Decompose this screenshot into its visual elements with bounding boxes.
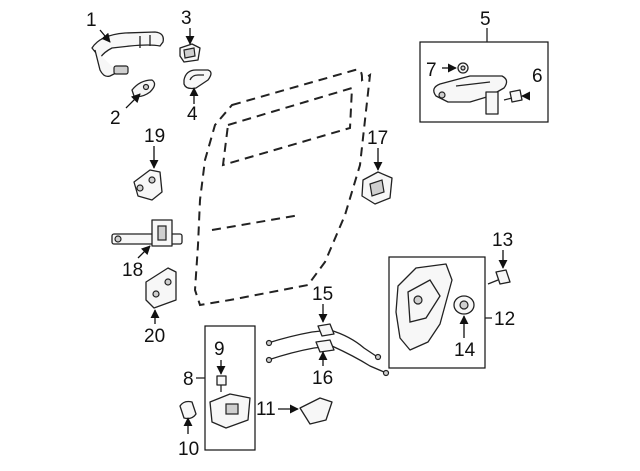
callout-2: 2	[110, 108, 121, 129]
door-check-part	[111, 219, 183, 247]
callout-11: 11	[256, 399, 276, 420]
handle-gasket-part	[183, 69, 212, 90]
callout-12: 12	[494, 309, 515, 330]
callout-14: 14	[454, 340, 476, 361]
bushing-part	[179, 400, 197, 420]
callout-17: 17	[367, 128, 388, 149]
striker-part	[361, 171, 393, 205]
callout-15: 15	[312, 284, 333, 305]
callout-7: 7	[426, 60, 437, 81]
callout-5: 5	[480, 9, 491, 30]
callout-20: 20	[144, 326, 165, 347]
callout-16: 16	[312, 368, 333, 389]
lock-cables-part	[265, 323, 390, 377]
upper-hinge-part	[133, 169, 163, 201]
lower-hinge-part	[145, 267, 177, 309]
callout-18: 18	[122, 260, 143, 281]
screw-part-13	[487, 269, 511, 285]
nut-part-7	[457, 62, 469, 74]
lock-cover-part	[299, 397, 333, 425]
lock-base-part	[209, 393, 251, 429]
outside-handle-part	[91, 31, 164, 78]
bolt-part-9	[216, 375, 227, 392]
callout-8: 8	[183, 369, 194, 390]
callout-9: 9	[214, 339, 225, 360]
callout-6: 6	[532, 66, 543, 87]
lock-group-box	[204, 325, 256, 451]
callout-4: 4	[187, 104, 198, 125]
door-lock-actuator-part	[395, 263, 453, 351]
callout-3: 3	[181, 8, 192, 29]
leader-arrows	[99, 28, 531, 434]
handle-bracket-part	[131, 79, 156, 98]
callout-19: 19	[144, 126, 165, 147]
screw-part-6	[503, 89, 523, 103]
callout-10: 10	[178, 439, 199, 460]
callout-labels: 1 2 3 4 5 6 7 8 9 10 11 12 13 14 15 16 1…	[86, 8, 543, 460]
callout-13: 13	[492, 230, 513, 251]
handle-cap-part	[179, 43, 201, 63]
door-lock-group-box	[388, 256, 486, 369]
door-outline	[193, 68, 372, 307]
seal-part-14	[453, 295, 475, 315]
inside-handle-part	[433, 75, 508, 115]
callout-1: 1	[86, 10, 97, 31]
inside-handle-group-box	[419, 41, 549, 123]
